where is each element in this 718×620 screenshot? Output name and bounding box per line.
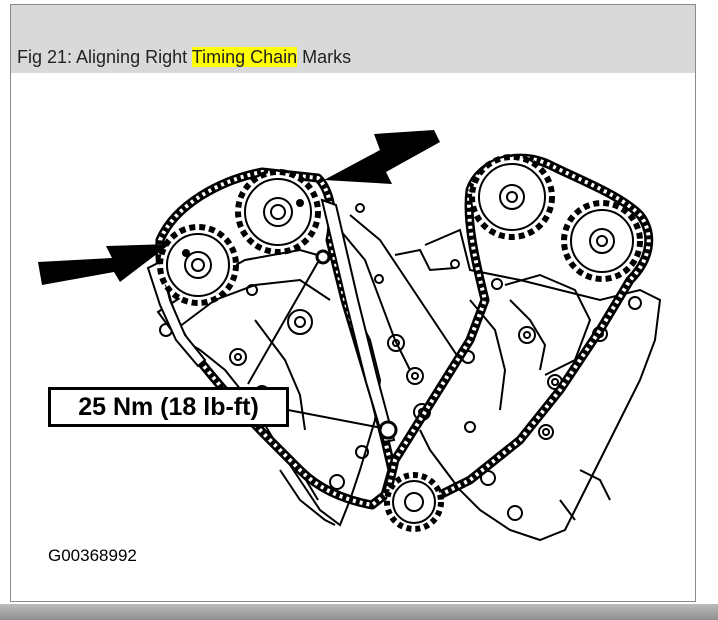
figure-caption: Fig 21: Aligning Right Timing Chain Mark…: [11, 5, 695, 73]
tensioner-bolt: [378, 420, 398, 440]
leader-line-guide: [247, 261, 319, 385]
right-exhaust-sprocket: [561, 200, 643, 282]
right-timing-chain: [383, 153, 654, 510]
figure-part-number: G00368992: [48, 546, 137, 565]
torque-spec-label: 25 Nm (18 lb-ft): [48, 387, 289, 427]
caption-prefix: Fig 21: Aligning Right: [17, 47, 192, 67]
alignment-arrow-right: [324, 130, 440, 184]
right-intake-sprocket: [469, 154, 555, 240]
guide-bolt: [315, 249, 331, 265]
chain-tensioner-guide: [146, 198, 396, 444]
left-intake-sprocket: [157, 224, 239, 306]
left-exhaust-sprocket: [235, 169, 321, 255]
leader-line-tensioner: [287, 409, 383, 429]
window-bottom-bar: [0, 604, 718, 620]
caption-highlight: Timing Chain: [191, 47, 298, 67]
crankshaft-sprocket: [384, 472, 444, 532]
caption-suffix: Marks: [297, 47, 352, 67]
alignment-arrow-left: [38, 244, 170, 285]
